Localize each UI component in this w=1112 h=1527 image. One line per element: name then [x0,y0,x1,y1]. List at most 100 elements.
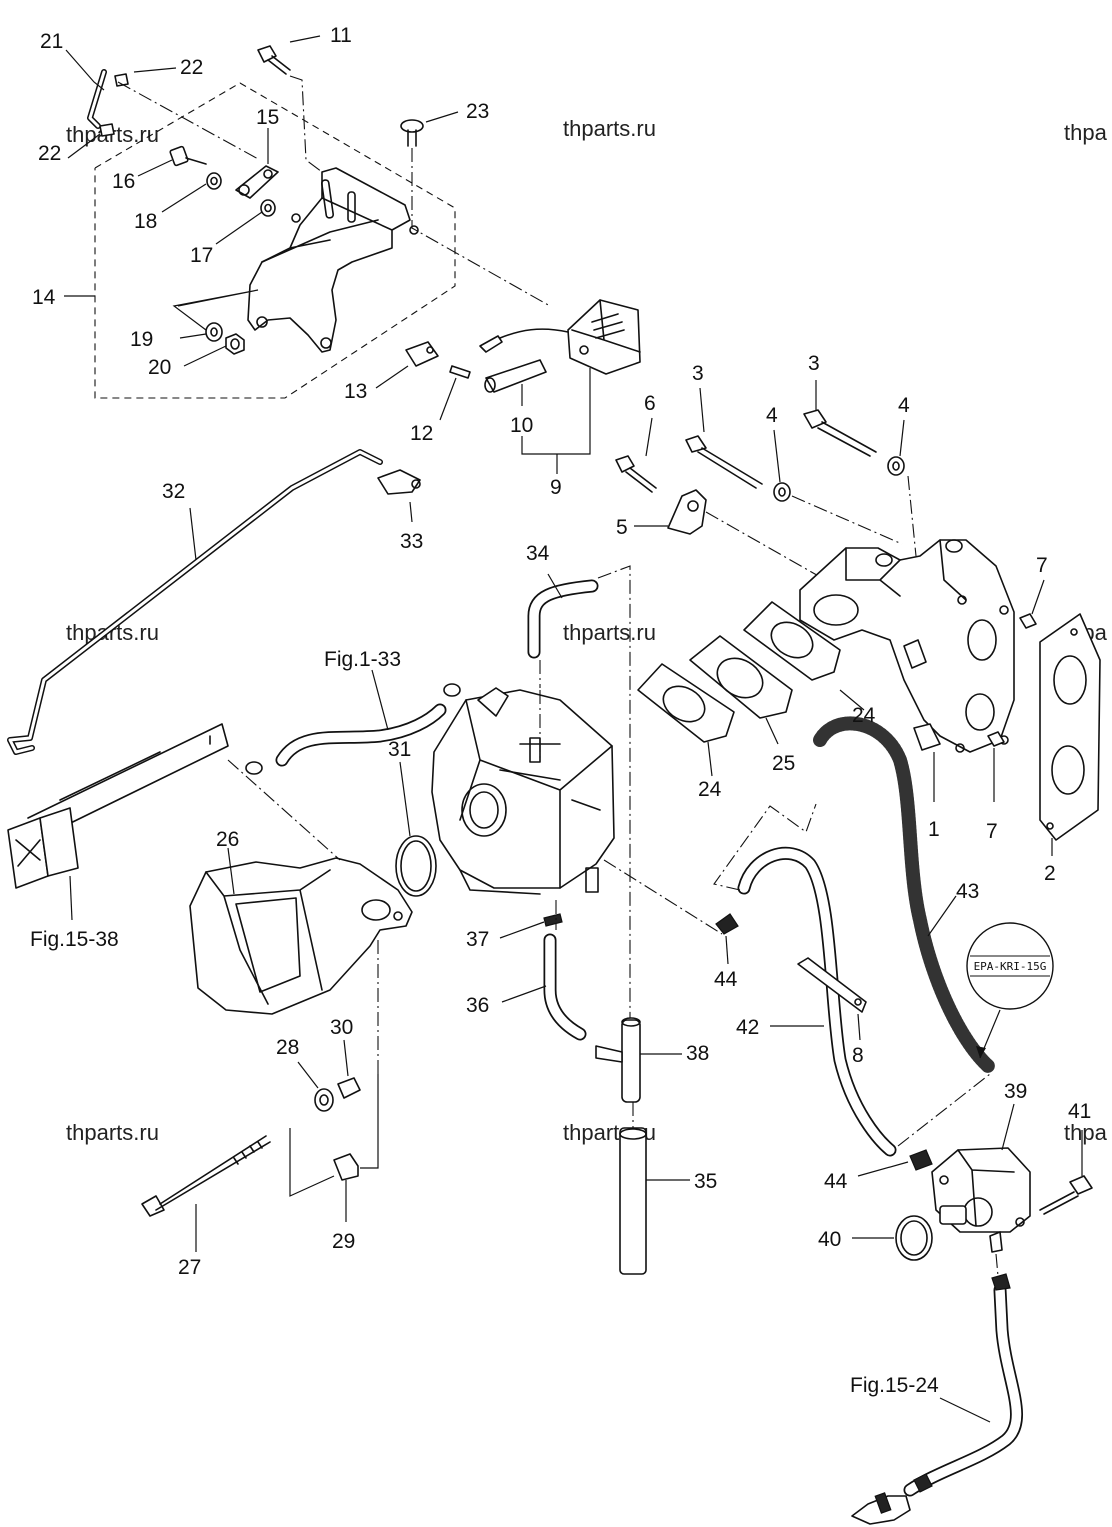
leader [133,67,177,73]
manifold-nipple [903,639,927,669]
reference-cap-side [39,807,79,877]
grommet-28 [314,1088,334,1112]
bolt-11 [257,45,277,63]
clamp-hole [687,500,699,512]
link-joint-33 [377,469,421,495]
manifold-port [967,619,997,661]
guide-line [289,75,323,173]
assembly-14-boundary [94,82,456,399]
bracket-hole [291,213,301,223]
dowel-7 [1019,613,1037,629]
callout-30: 30 [330,1016,353,1039]
link-lever-hole [263,169,273,179]
hose-clip-37 [543,913,563,927]
stamp-arrow-head [976,1046,986,1058]
washer-17 [260,199,276,217]
leader [189,507,197,561]
callout-43: 43 [956,880,979,903]
bracket-slot [347,191,356,223]
leader [375,365,409,389]
t-fitting-branch [595,1045,623,1063]
hose-clip-44 [715,913,739,935]
callout-31: 31 [388,738,411,761]
manifold-bolt-hole [957,595,967,605]
watermark: thpa [1064,120,1108,145]
callout-9: 9 [550,476,562,499]
strap-8 [797,957,867,1013]
leader [939,1397,991,1423]
leader [547,573,563,599]
pivot-hole [426,346,434,354]
manifold-bolt-hole [999,605,1009,615]
hose-clip-44 [909,1149,933,1171]
callout-28: 28 [276,1036,299,1059]
callout-10: 10 [510,414,533,437]
collar-30 [337,1077,361,1099]
solenoid-coil [591,313,625,339]
hose-mesh-texture [813,716,995,1073]
plunger-10 [485,359,547,393]
callout-20: 20 [148,356,171,379]
callout-39: 39 [1004,1080,1027,1103]
guide-line [995,1253,999,1277]
callout-22: 22 [38,142,61,165]
callout-14: 14 [32,286,56,309]
callout-25: 25 [772,752,795,775]
callout-41: 41 [1068,1100,1091,1123]
watermark: thpa [1064,1120,1108,1145]
silencer-port [361,899,391,921]
pin-12 [449,365,471,379]
watermark: thparts.ru [563,620,656,645]
screw-23 [400,119,424,133]
callout-1: 1 [928,818,940,841]
guide-line [705,511,823,579]
gasket-hole [662,685,706,723]
callout-36: 36 [466,994,489,1017]
clip-22-bottom [99,123,115,137]
callout-16: 16 [112,170,135,193]
leader [289,1128,335,1197]
hose-highlight [739,848,895,1155]
hose-highlight [277,705,445,765]
intake-manifold-group [637,539,1101,856]
o-ring-31 [395,835,437,897]
leader [425,111,459,123]
bolt-27-shank [155,1135,271,1211]
clip-22-top [114,73,129,87]
hose-clip [443,683,461,697]
mounting-bolts-group [615,380,917,579]
leader [725,935,729,965]
carburetor-drain [585,867,599,893]
callout-44: 44 [824,1170,848,1193]
dowel-7 [987,731,1005,747]
fuel-pump-plunger [939,1205,967,1225]
washer-18 [206,172,222,190]
callout-22: 22 [180,56,203,79]
leader [857,1013,861,1041]
bracket-slot [320,179,335,219]
hose-highlight [529,581,597,657]
callout-23: 23 [466,100,489,123]
leader [179,333,207,339]
guide-line [117,81,261,161]
intake-silencer-26 [189,857,413,1015]
bracket-plate-edge [261,197,393,263]
leader [297,1061,319,1089]
callout-17: 17 [190,244,213,267]
callout-7-lower: 7 [986,820,998,843]
connector-collar [874,1492,892,1514]
callout-4: 4 [898,394,910,417]
washer-4 [773,482,791,502]
gasket-bolt-hole [1046,822,1054,830]
leader [773,429,781,483]
callout-35: 35 [694,1170,717,1193]
callout-32: 32 [162,480,185,503]
washer-hole [892,461,900,471]
hose-clip [245,761,263,775]
fig-1-33-hose [227,669,461,861]
rod-32-highlight [8,450,382,754]
bracket-hole [409,225,419,235]
o-ring-40 [895,1215,933,1261]
clamp-5 [667,489,707,535]
link-lever-hole [238,184,250,196]
